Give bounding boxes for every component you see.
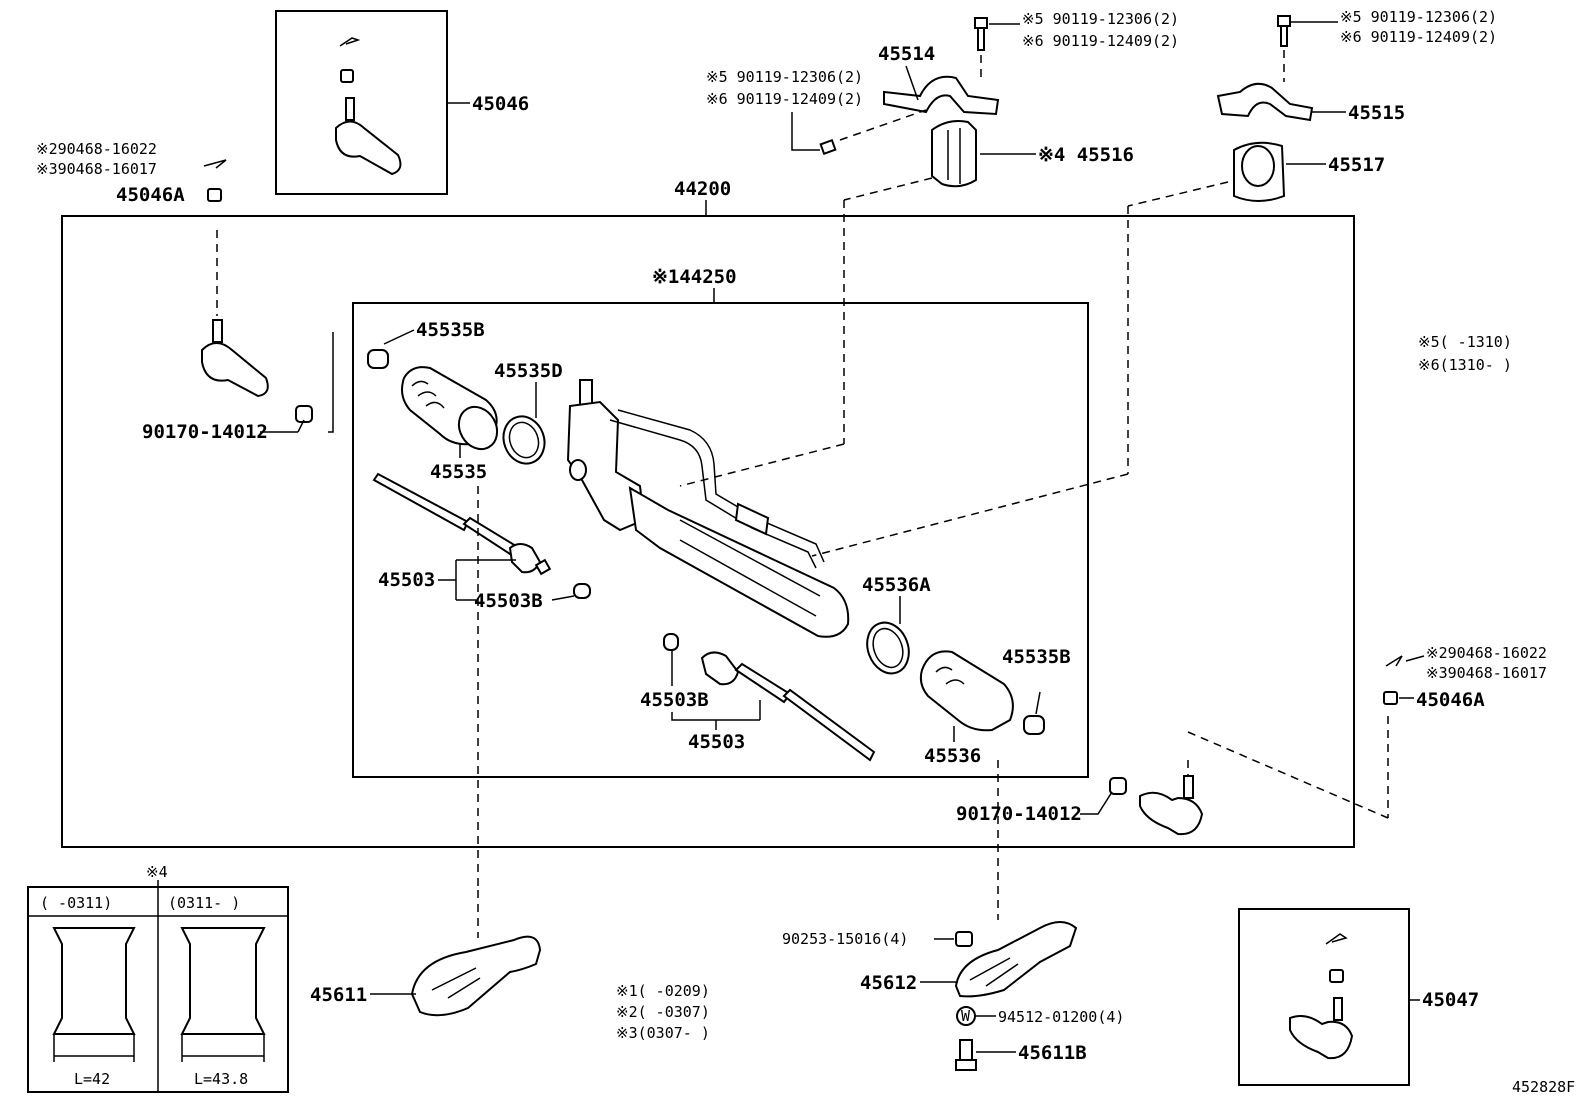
- inner-tie-rod-left: [372, 472, 552, 576]
- bolt-b-icon: [819, 138, 837, 156]
- left-tie-rod-end: [201, 319, 269, 398]
- label-45514: 45514: [878, 43, 935, 65]
- cotter-pin-right-icon: [1385, 655, 1403, 667]
- note-range-6: ※6(1310- ): [1418, 356, 1512, 374]
- tie-rod-end-kit-45047: [1289, 933, 1354, 1060]
- clamp-45536a: [866, 621, 910, 675]
- note-range-2: ※2( -0307): [616, 1003, 710, 1021]
- tie-rod-end-kit-45046: 45046: [335, 37, 529, 176]
- label-45535b-right: 45535B: [1002, 646, 1071, 668]
- label-45611b: 45611B: [1018, 1042, 1087, 1064]
- label-45046a-right: 45046A: [1416, 689, 1485, 711]
- knuckle-arm-45611: [410, 935, 542, 1017]
- note-bolt-b-2: ※6 90119-12409(2): [706, 90, 863, 108]
- label-90253: 90253-15016(4): [782, 930, 908, 948]
- washer-45503b-left: [573, 583, 591, 599]
- note-right-clip-2: ※390468-16017: [1426, 664, 1547, 682]
- label-45047: 45047: [1422, 989, 1479, 1011]
- label-45535: 45535: [430, 461, 487, 483]
- note-left-clip-1: ※290468-16022: [36, 140, 157, 158]
- label-44200: 44200: [674, 178, 731, 200]
- note-bolt-c-2: ※6 90119-12409(2): [1340, 28, 1497, 46]
- label-45536a: 45536A: [862, 574, 931, 596]
- label-90170-right: 90170-14012: [956, 803, 1082, 825]
- note-range-5: ※5( -1310): [1418, 333, 1512, 351]
- label-144250: ※144250: [652, 266, 737, 288]
- bolt-top-a: [974, 17, 988, 29]
- washer-94512-icon: [956, 1006, 976, 1026]
- clamp-45535b-right: [1023, 715, 1045, 735]
- diagram-id: 452828F: [1512, 1078, 1575, 1096]
- knuckle-arm-45612: [954, 921, 1078, 998]
- note-range-3: ※3(0307- ): [616, 1024, 710, 1042]
- bushing-drawing-new: [180, 927, 266, 1062]
- steering-rack-housing: [566, 379, 850, 638]
- right-tie-rod-end: [1139, 775, 1204, 836]
- note-range-1: ※1( -0209): [616, 982, 710, 1000]
- label-45503b-left: 45503B: [474, 590, 543, 612]
- label-45611: 45611: [310, 984, 367, 1006]
- nut-90170-right: [1109, 777, 1127, 795]
- label-45503-left: 45503: [378, 569, 435, 591]
- bracket-45514: [883, 75, 1000, 116]
- label-90170-left: 90170-14012: [142, 421, 268, 443]
- inset-45046-frame: [275, 10, 448, 195]
- cap-90253-icon: [955, 931, 973, 947]
- label-45046a-left: 45046A: [116, 184, 185, 206]
- note-bolt-a-2: ※6 90119-12409(2): [1022, 32, 1179, 50]
- label-45536: 45536: [924, 745, 981, 767]
- boot-45536: [919, 650, 1014, 732]
- inset-45047-frame: [1238, 908, 1410, 1086]
- bushing-col1-header: ( -0311): [40, 894, 112, 912]
- dashed-guide: [328, 332, 334, 433]
- clamp-45535b-top: [367, 349, 389, 369]
- note-right-clip-1: ※290468-16022: [1426, 644, 1547, 662]
- boot-45535: [401, 366, 499, 451]
- nut-90170-left: [295, 405, 313, 423]
- label-45517: 45517: [1328, 154, 1385, 176]
- bushing-45516: [931, 120, 977, 188]
- bushing-col1-length: L=42: [74, 1070, 110, 1088]
- label-45515: 45515: [1348, 102, 1405, 124]
- clamp-45535d: [502, 415, 546, 465]
- washer-45503b-right: [663, 633, 679, 651]
- bracket-45515: [1216, 82, 1314, 122]
- label-94512: 94512-01200(4): [998, 1008, 1124, 1026]
- label-45535d: 45535D: [494, 360, 563, 382]
- svg-text:W: W: [961, 1007, 971, 1025]
- note-bolt-b-1: ※5 90119-12306(2): [706, 68, 863, 86]
- label-45516: ※4 45516: [1038, 144, 1134, 166]
- label-note4: ※4: [146, 863, 168, 881]
- label-45503b-right: 45503B: [640, 689, 709, 711]
- cotter-pin-icon: [203, 159, 227, 169]
- nut-icon: [207, 188, 222, 202]
- assembly-44200-frame: [61, 215, 1355, 848]
- assembly-144250-frame: [352, 302, 1089, 778]
- note-left-clip-2: ※390468-16017: [36, 160, 157, 178]
- label-45503-right: 45503: [688, 731, 745, 753]
- bushing-col2-length: L=43.8: [194, 1070, 248, 1088]
- note-bolt-c-1: ※5 90119-12306(2): [1340, 8, 1497, 26]
- label-45535b-top: 45535B: [416, 319, 485, 341]
- bushing-col2-header: (0311- ): [168, 894, 240, 912]
- label-45612: 45612: [860, 972, 917, 994]
- label-45046: 45046: [472, 93, 529, 115]
- nut-45046a-right: [1383, 691, 1398, 705]
- bolt-top-c: [1277, 15, 1291, 27]
- note-bolt-a-1: ※5 90119-12306(2): [1022, 10, 1179, 28]
- bushing-drawing-old: [52, 927, 136, 1062]
- inner-tie-rod-right: [700, 651, 876, 762]
